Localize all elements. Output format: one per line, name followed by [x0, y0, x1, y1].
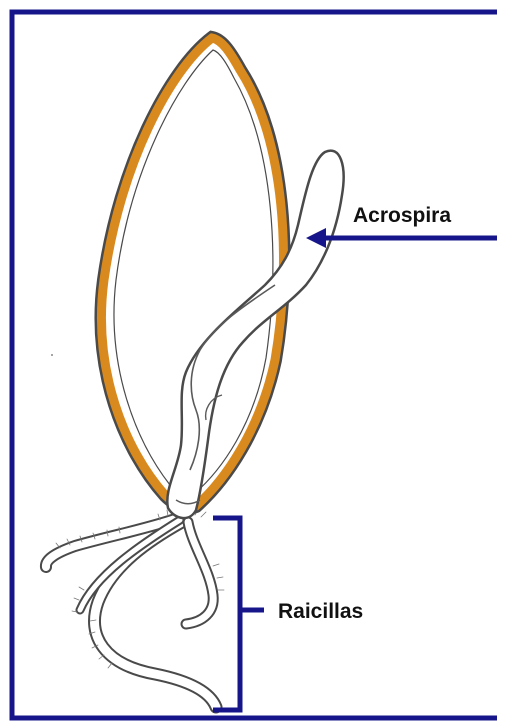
raicillas-callout [213, 518, 264, 710]
rootlets [46, 509, 224, 707]
raicillas-label: Raicillas [278, 600, 363, 623]
acrospira-label: Acrospira [353, 204, 451, 227]
raicillas-bracket [213, 518, 240, 710]
